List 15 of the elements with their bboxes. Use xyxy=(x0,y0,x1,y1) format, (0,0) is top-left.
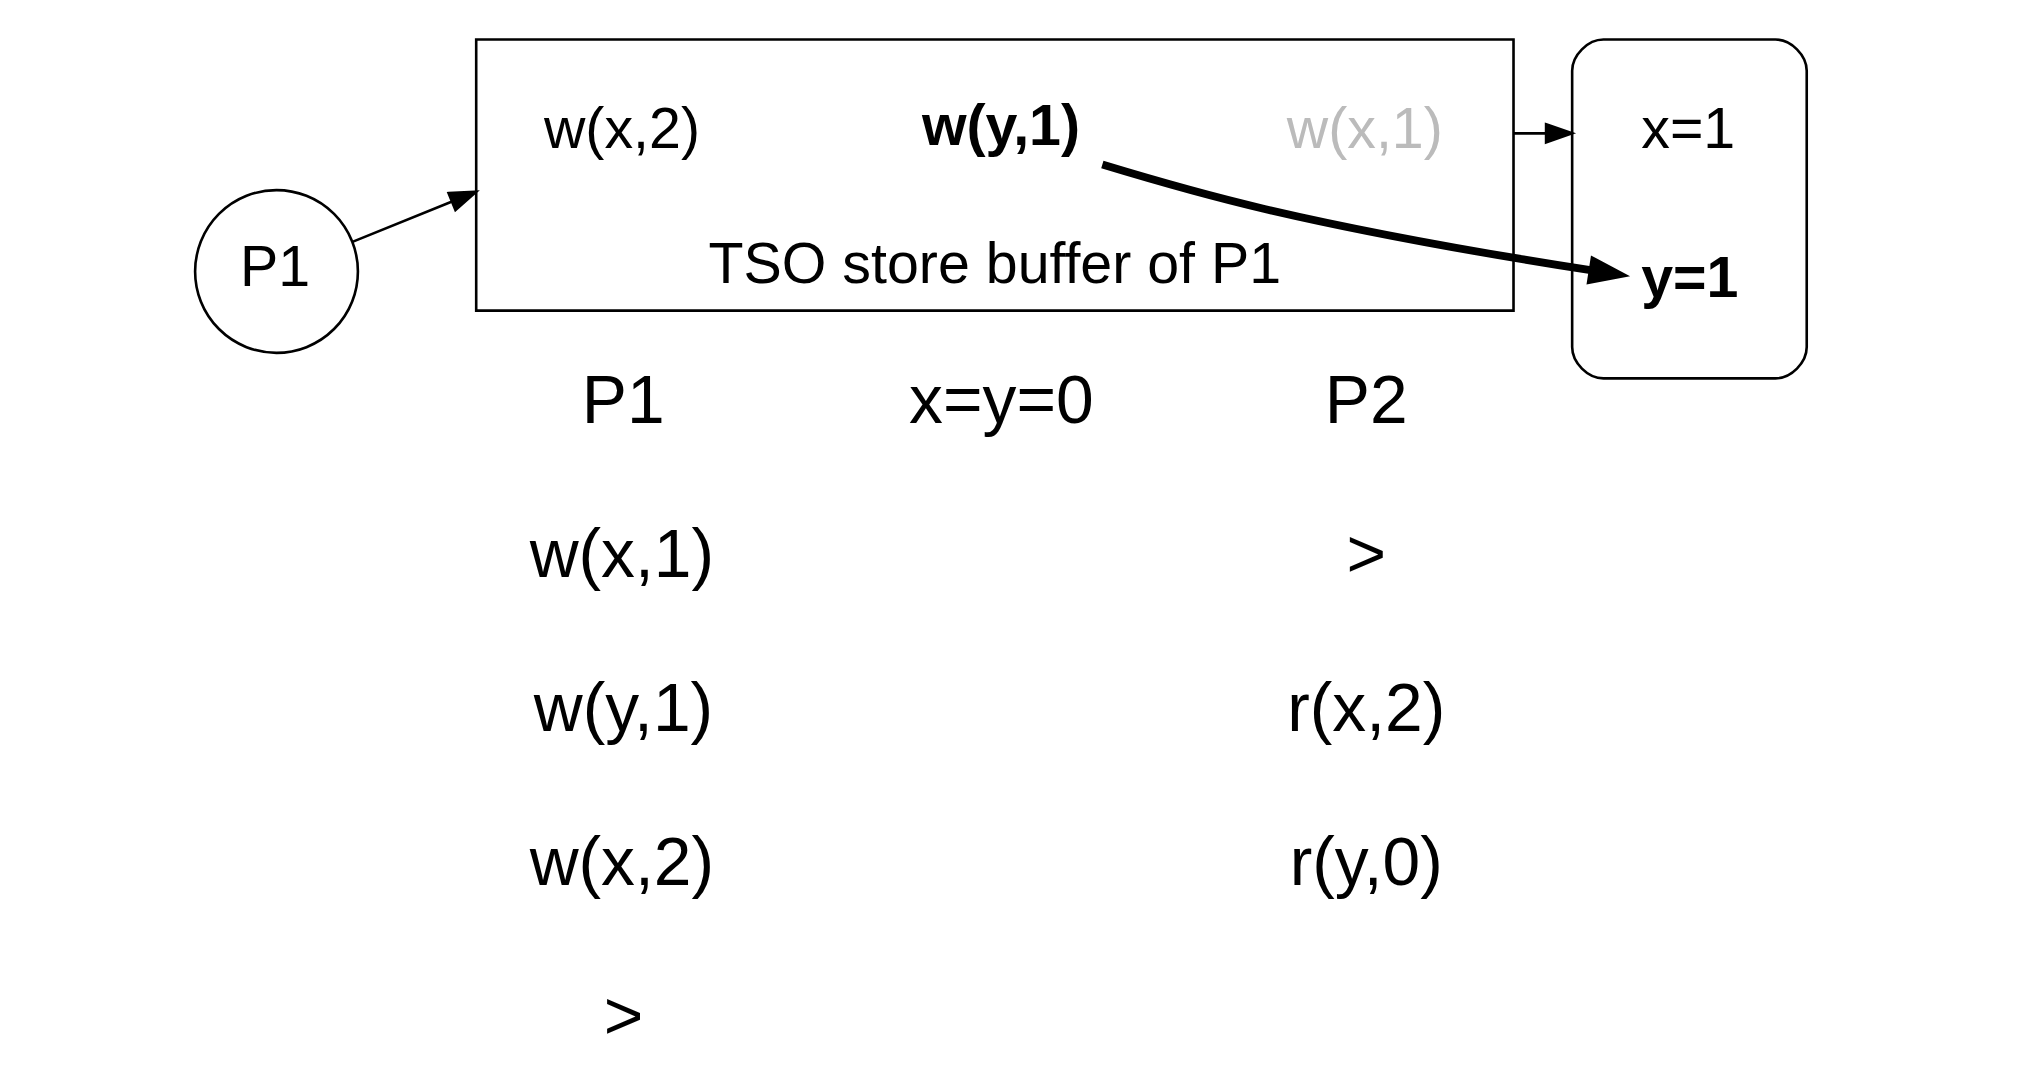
label: x=y=0 xyxy=(909,362,1094,438)
node-text: w(y,1) xyxy=(921,93,1081,158)
label: w(x,1) xyxy=(529,516,715,592)
node-text: y=1 xyxy=(1641,244,1739,309)
label: w(y,1) xyxy=(533,669,714,745)
label: r(x,2) xyxy=(1287,669,1446,745)
label: P1 xyxy=(581,362,665,438)
node-text: w(x,2) xyxy=(543,95,701,160)
label: w(x,2) xyxy=(529,823,715,899)
node-text: x=1 xyxy=(1641,95,1736,160)
node-text: w(x,1) xyxy=(1286,95,1443,160)
label: r(y,0) xyxy=(1289,823,1443,899)
label: > xyxy=(603,977,644,1053)
label: P2 xyxy=(1324,362,1408,438)
label: > xyxy=(1346,516,1387,592)
